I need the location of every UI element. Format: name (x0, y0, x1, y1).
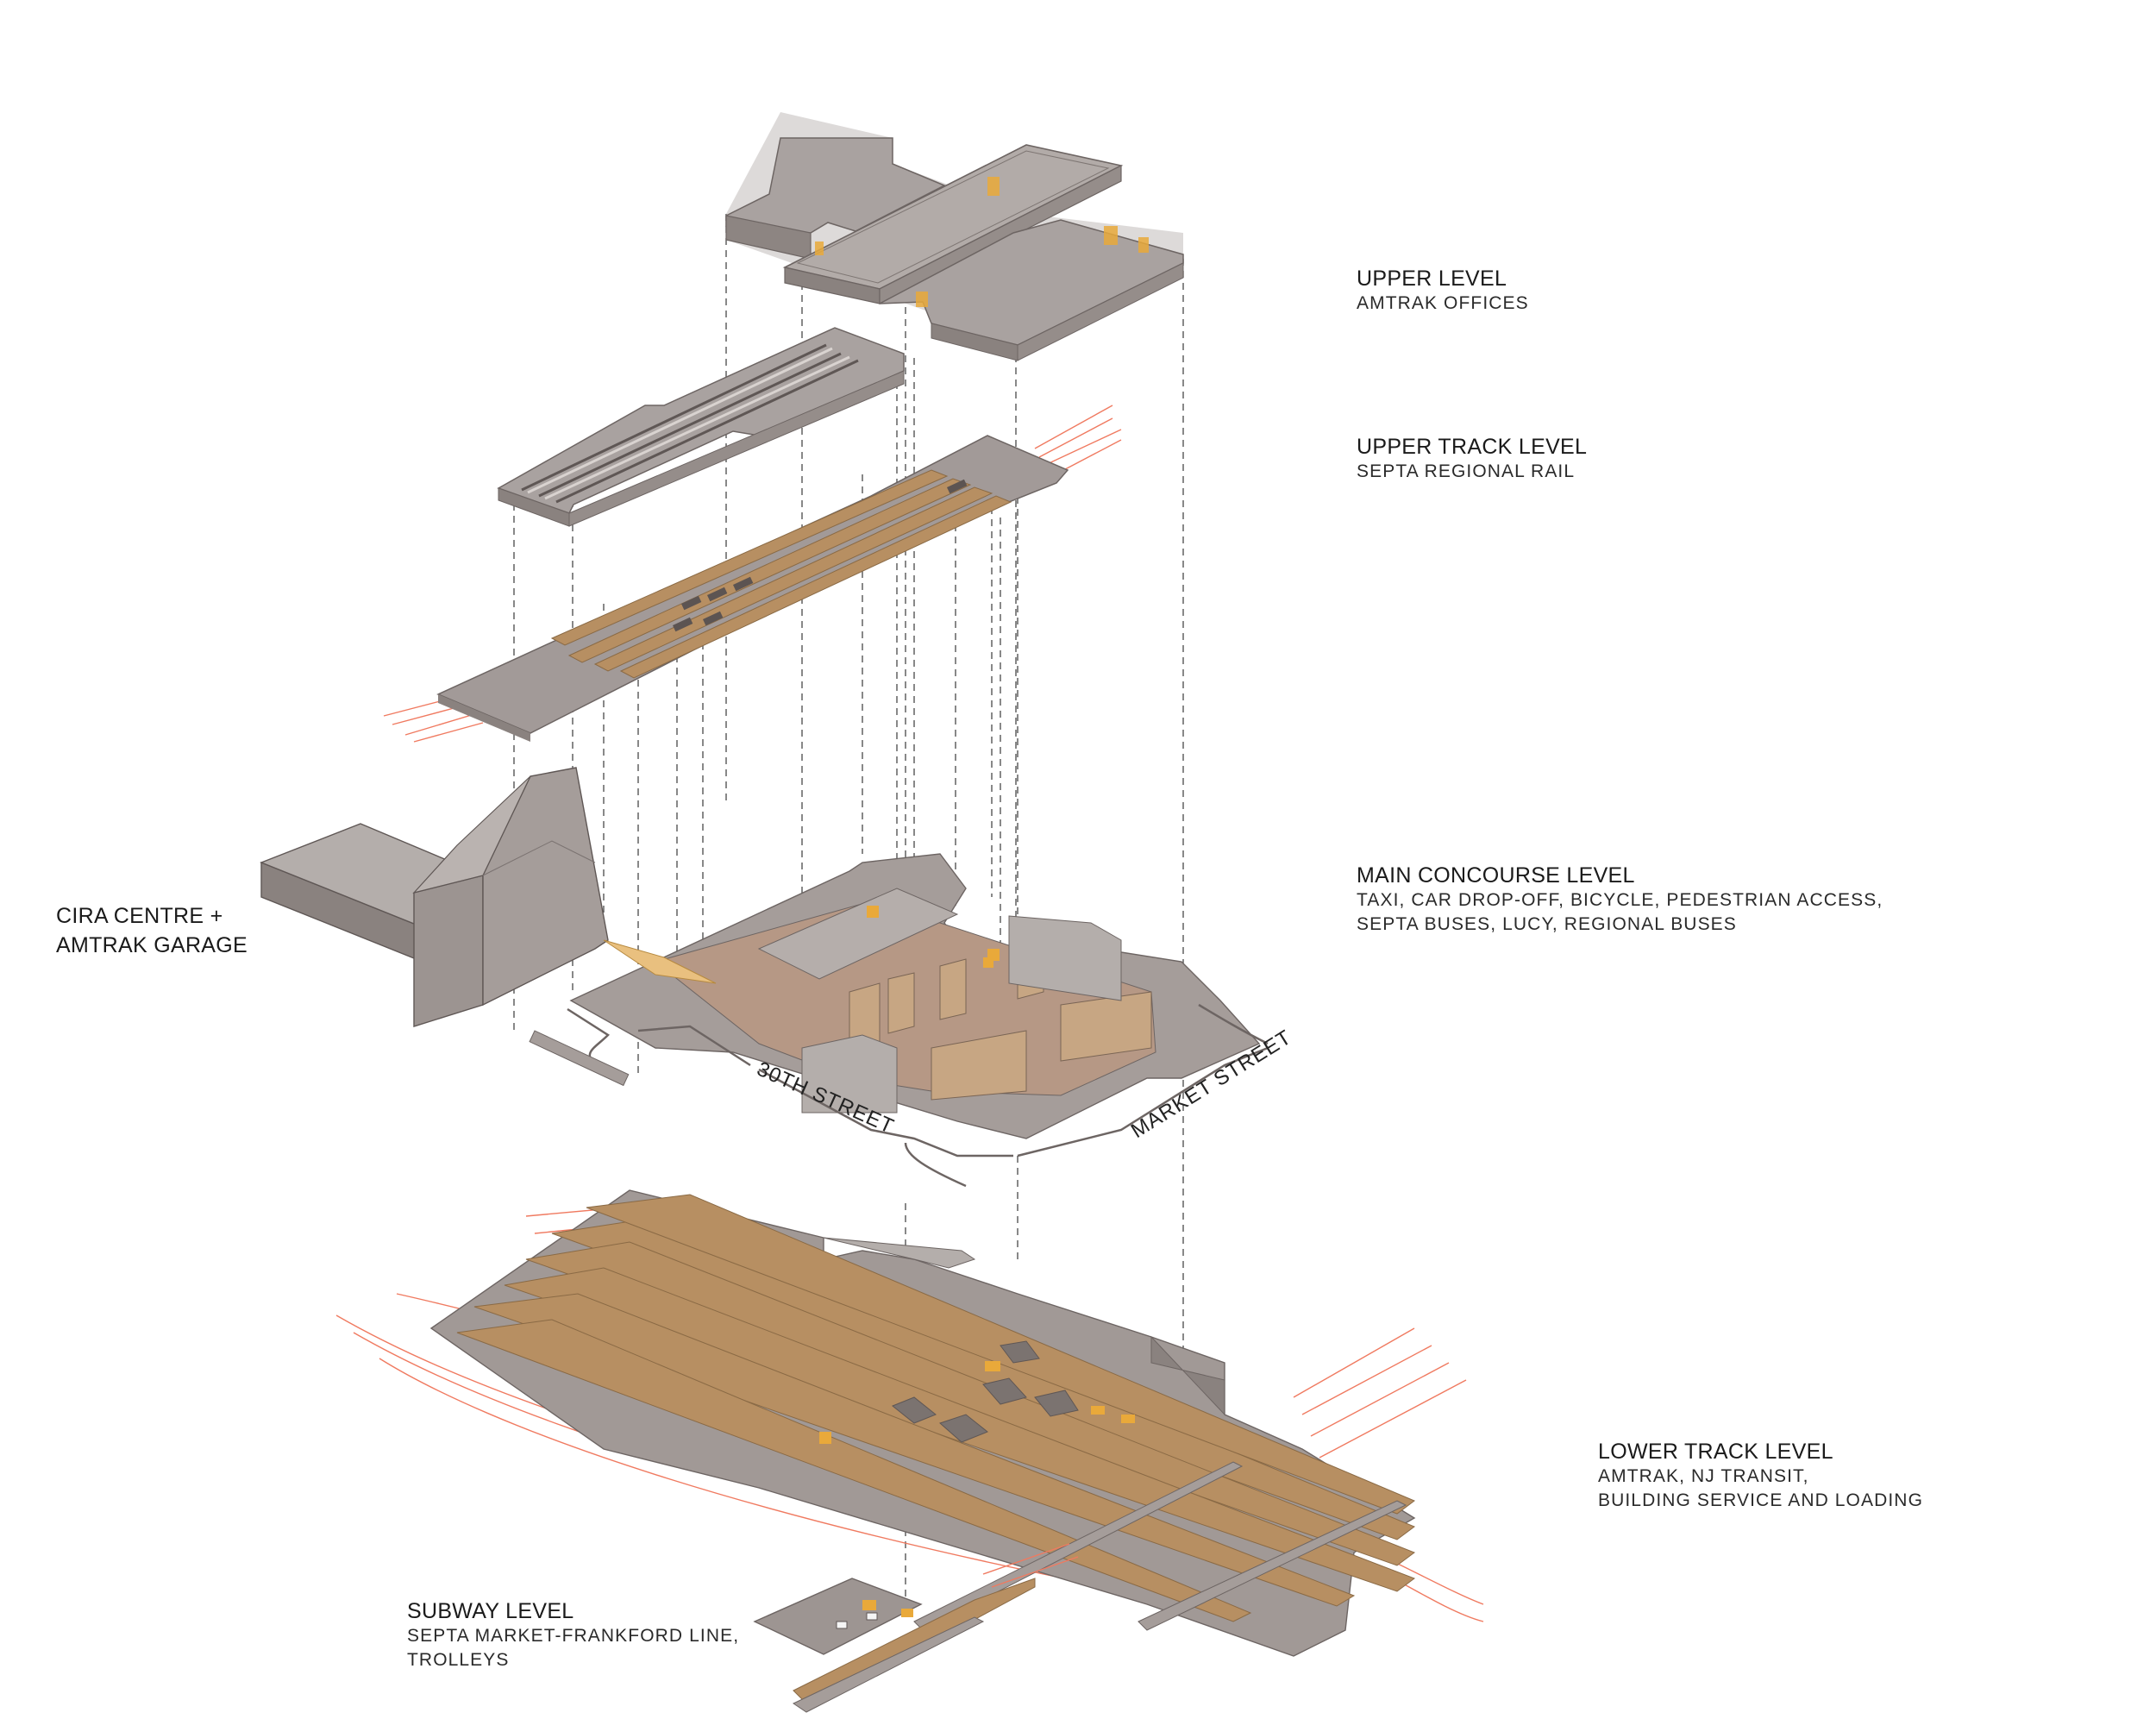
subway-level-subtitle-line2: TROLLEYS (407, 1650, 510, 1670)
cira-centre-label: CIRA CENTRE + AMTRAK GARAGE (56, 901, 248, 960)
lower-track-level-label: LOWER TRACK LEVEL AMTRAK, NJ TRANSIT, BU… (1598, 1439, 1923, 1513)
main-concourse-level-subtitle-line1: TAXI, CAR DROP-OFF, BICYCLE, PEDESTRIAN … (1357, 890, 1883, 910)
upper-track-level-subtitle: SEPTA REGIONAL RAIL (1357, 461, 1576, 481)
upper-level-slab (725, 112, 1184, 361)
cira-centre-line1: CIRA CENTRE + (56, 904, 223, 928)
cira-centre-line2: AMTRAK GARAGE (56, 933, 248, 957)
main-concourse-level-title: MAIN CONCOURSE LEVEL (1357, 863, 1635, 888)
subway-level-title: SUBWAY LEVEL (407, 1599, 574, 1623)
upper-track-upper-platform (497, 327, 905, 527)
lower-track-level-subtitle-line2: BUILDING SERVICE AND LOADING (1598, 1490, 1924, 1510)
cira-centre-garage (260, 767, 609, 1027)
upper-track-level-label: UPPER TRACK LEVEL SEPTA REGIONAL RAIL (1357, 434, 1587, 484)
lower-track-level-subtitle-line1: AMTRAK, NJ TRANSIT, (1598, 1466, 1809, 1486)
subway-level-label: SUBWAY LEVEL SEPTA MARKET-FRANKFORD LINE… (407, 1598, 739, 1672)
upper-level-subtitle: AMTRAK OFFICES (1357, 293, 1529, 313)
subway-level-subtitle-line1: SEPTA MARKET-FRANKFORD LINE, (407, 1626, 740, 1646)
lower-track-level-slab (429, 1189, 1416, 1657)
upper-level-title: UPPER LEVEL (1357, 267, 1507, 291)
main-concourse-level (529, 853, 1269, 1188)
subway-level-slab (753, 1543, 1079, 1713)
upper-level-label: UPPER LEVEL AMTRAK OFFICES (1357, 266, 1529, 316)
upper-track-level-slab (436, 435, 1069, 742)
main-concourse-level-subtitle-line2: SEPTA BUSES, LUCY, REGIONAL BUSES (1357, 914, 1737, 934)
main-concourse-level-label: MAIN CONCOURSE LEVEL TAXI, CAR DROP-OFF,… (1357, 863, 1883, 937)
lower-track-level-title: LOWER TRACK LEVEL (1598, 1440, 1833, 1464)
upper-track-level-title: UPPER TRACK LEVEL (1357, 435, 1588, 459)
